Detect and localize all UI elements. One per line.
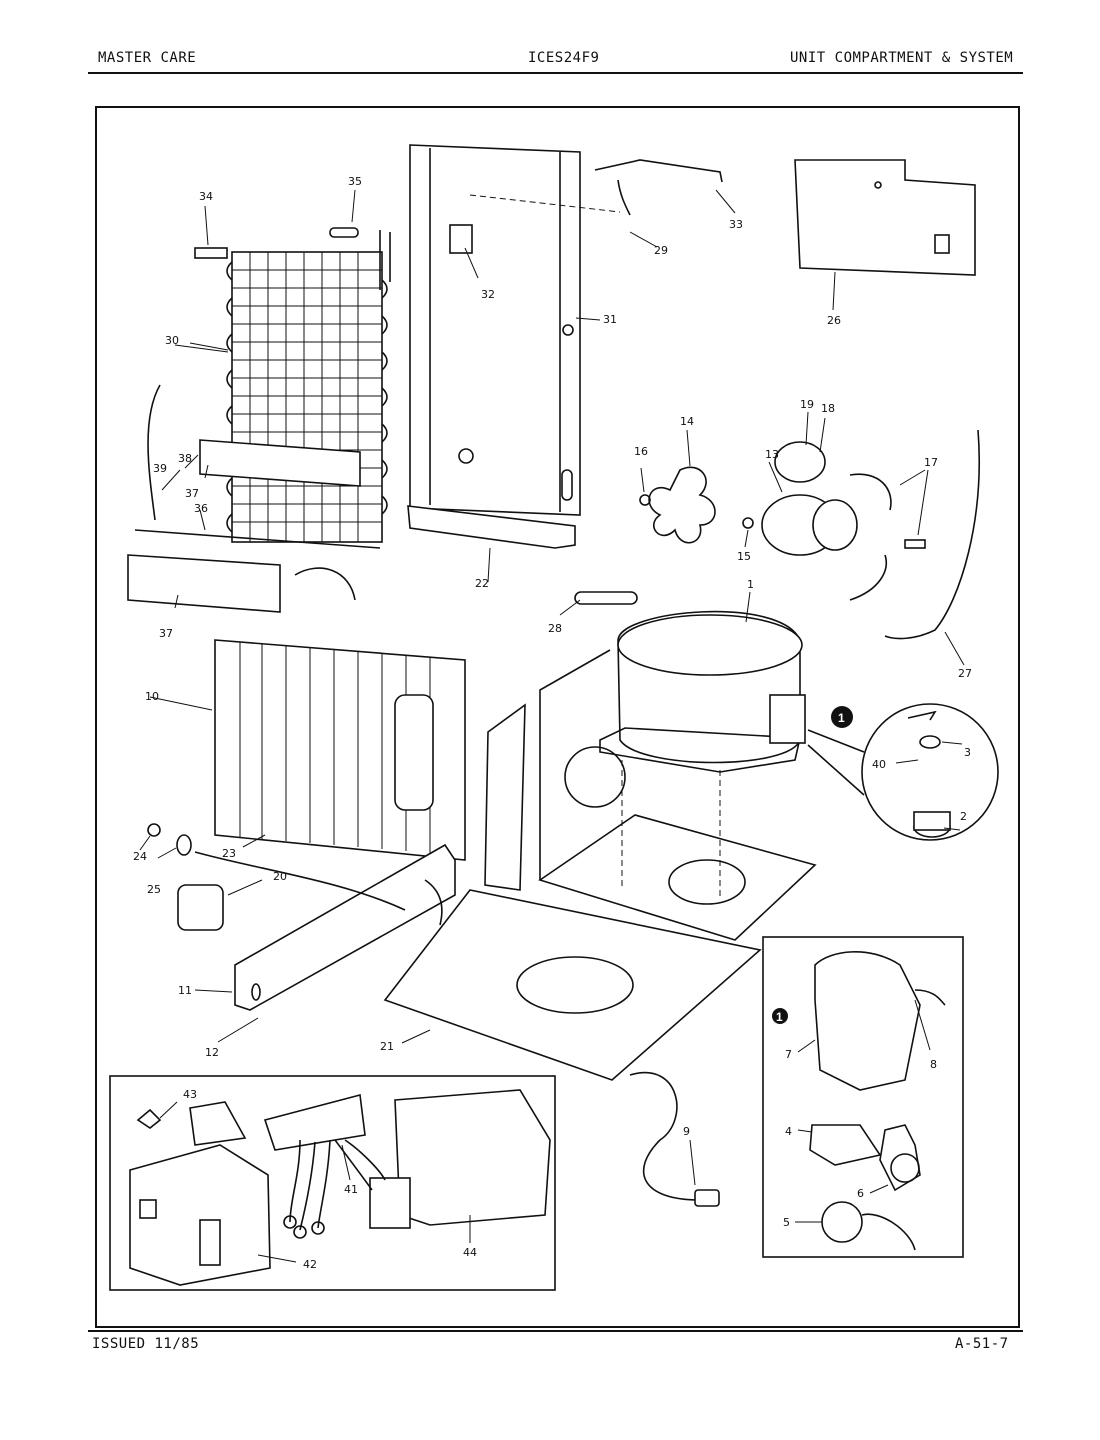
callout-38: 38 (178, 452, 192, 465)
callout-6: 6 (857, 1187, 864, 1200)
compressor (599, 610, 806, 773)
callout-36: 36 (194, 502, 208, 515)
base-pan (383, 889, 762, 1081)
compressor-base (484, 649, 817, 941)
callout-11: 11 (178, 984, 192, 997)
callout-33: 33 (729, 218, 743, 231)
drain-tray (407, 505, 576, 549)
power-cord (629, 1072, 701, 1201)
callout-39: 39 (153, 462, 167, 475)
callout-27: 27 (958, 667, 972, 680)
callout-30: 30 (165, 334, 179, 347)
callout-24: 24 (133, 850, 147, 863)
callout-8: 8 (930, 1058, 937, 1071)
callout-28: 28 (548, 622, 562, 635)
unit-back-panel (409, 144, 621, 516)
callout-18: 18 (821, 402, 835, 415)
header-left: MASTER CARE (98, 50, 197, 66)
callout-43: 43 (183, 1088, 197, 1101)
footer-rule (88, 1330, 1023, 1332)
callout-40: 40 (872, 758, 886, 771)
fan-motor-assembly (639, 441, 926, 601)
callout-37-lower: 37 (159, 627, 173, 640)
callout-35: 35 (348, 175, 362, 188)
callout-14: 14 (680, 415, 694, 428)
diagram-frame (95, 106, 1020, 1328)
inset-marker-1: 1 (776, 1010, 783, 1024)
callout-25: 25 (147, 883, 161, 896)
callout-19: 19 (800, 398, 814, 411)
callout-29: 29 (654, 244, 668, 257)
detail-marker-1: 1 (838, 711, 845, 725)
callout-4: 4 (785, 1125, 792, 1138)
detail-marker-dot (831, 706, 853, 728)
callout-16: 16 (634, 445, 648, 458)
callout-41: 41 (344, 1183, 358, 1196)
callout-23: 23 (222, 847, 236, 860)
callout-22: 22 (475, 577, 489, 590)
callout-42: 42 (303, 1258, 317, 1271)
callout-44: 44 (463, 1246, 477, 1259)
callout-12: 12 (205, 1046, 219, 1059)
callout-17: 17 (924, 456, 938, 469)
callout-10: 10 (145, 690, 159, 703)
callout-1: 1 (747, 578, 754, 591)
condenser-coil (194, 227, 391, 543)
callout-34: 34 (199, 190, 213, 203)
footer-page-code: A-51-7 (955, 1336, 1009, 1352)
wiring-inset (109, 1075, 556, 1291)
filter-drier (574, 591, 638, 605)
callout-7: 7 (785, 1048, 792, 1061)
callout-21: 21 (380, 1040, 394, 1053)
grommet-detail (807, 703, 999, 841)
callout-32: 32 (481, 288, 495, 301)
discharge-tube (884, 429, 980, 640)
callout-5: 5 (783, 1216, 790, 1229)
footer-issue-date: ISSUED 11/85 (92, 1336, 200, 1352)
callout-26: 26 (827, 314, 841, 327)
callout-15: 15 (737, 550, 751, 563)
header-rule (88, 72, 1023, 74)
cover-plate (794, 159, 976, 276)
condenser-brackets (127, 384, 381, 613)
callout-3: 3 (964, 746, 971, 759)
callout-9: 9 (683, 1125, 690, 1138)
callout-13: 13 (765, 448, 779, 461)
header-section-title: UNIT COMPARTMENT & SYSTEM (790, 50, 1014, 66)
overload-inset (762, 936, 964, 1258)
callout-37-upper: 37 (185, 487, 199, 500)
callout-2: 2 (960, 810, 967, 823)
wire-harness (594, 159, 723, 183)
header-model: ICES24F9 (528, 50, 600, 66)
relay-and-small-parts (147, 823, 406, 931)
front-rail (234, 843, 456, 1011)
callout-31: 31 (603, 313, 617, 326)
leader-lines (139, 189, 965, 1263)
condenser-fins (214, 639, 466, 861)
callout-20: 20 (273, 870, 287, 883)
